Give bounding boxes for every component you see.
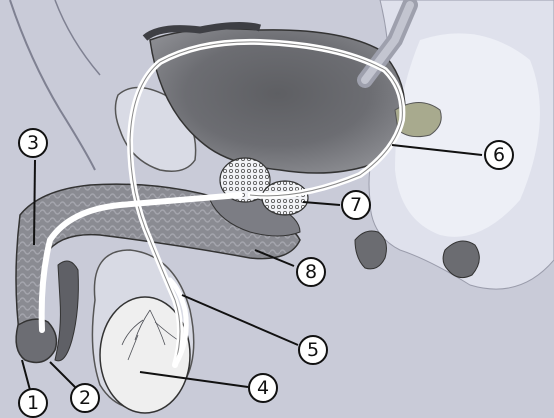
label-badge-1: 1 <box>18 388 48 418</box>
label-badge-6: 6 <box>484 140 514 170</box>
label-badge-2: 2 <box>70 383 100 413</box>
label-badge-8: 8 <box>296 257 326 287</box>
label-2-text: 2 <box>79 389 91 408</box>
label-3-text: 3 <box>27 134 39 153</box>
label-5-text: 5 <box>307 341 319 360</box>
label-6-text: 6 <box>493 146 505 165</box>
label-7-text: 7 <box>350 196 362 215</box>
label-4-text: 4 <box>257 379 269 398</box>
label-badge-5: 5 <box>298 335 328 365</box>
label-badge-4: 4 <box>248 373 278 403</box>
label-1-text: 1 <box>27 394 39 413</box>
label-8-text: 8 <box>305 263 317 282</box>
glans <box>16 319 56 362</box>
leader-line-3 <box>34 160 35 245</box>
label-badge-3: 3 <box>18 128 48 158</box>
label-badge-7: 7 <box>341 190 371 220</box>
